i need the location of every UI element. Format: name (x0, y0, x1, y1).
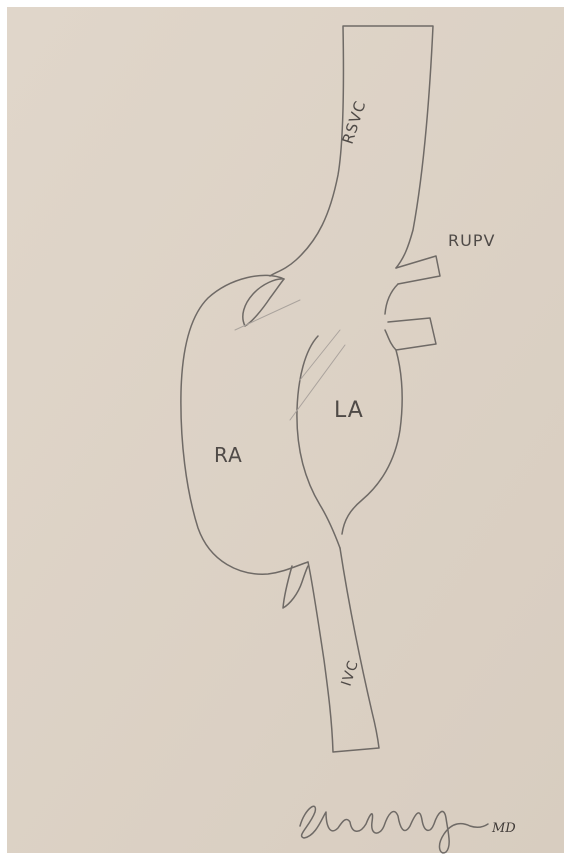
rupv-label: RUPV (448, 231, 495, 250)
svg-text:MD: MD (491, 821, 516, 836)
la-label: LA (334, 398, 364, 423)
paper-sheet (7, 7, 564, 853)
ra-label: RA (214, 443, 243, 467)
